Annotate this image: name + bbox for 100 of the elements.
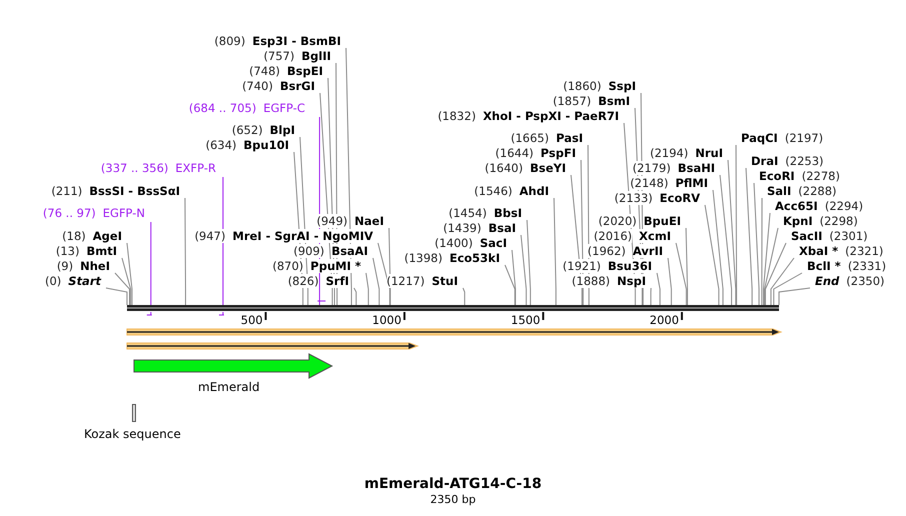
leader-line [366, 272, 369, 306]
enzyme-name: Bpu10I [244, 138, 289, 152]
enzyme-name: BpuEI [644, 214, 681, 228]
enzyme-name: BseYI [530, 161, 566, 175]
primer-name: EGFP-N [102, 206, 145, 220]
site-position: (2194) [650, 146, 688, 160]
site-position: (1644) [495, 146, 534, 160]
site-position: (1832) [438, 109, 476, 123]
enzyme-name: NheI [80, 259, 110, 273]
enzyme-name: BsaI [488, 221, 516, 235]
enzyme-name: Acc65I [775, 199, 818, 213]
site-position: (1921) [562, 259, 601, 273]
leader-line [728, 160, 736, 306]
site-position: (0) [44, 274, 62, 288]
enzyme-name: BsrGI [280, 79, 315, 93]
leader-line [378, 242, 390, 306]
site-position: (2321) [845, 244, 884, 258]
site-position: (1860) [563, 79, 602, 93]
leader-line [746, 168, 753, 306]
leader-line [520, 234, 527, 306]
site-position: (211) [51, 184, 82, 198]
leader-line [504, 264, 516, 306]
leader-line [668, 258, 672, 306]
site-position: (947) [194, 229, 226, 243]
site-position: (1888) [572, 274, 610, 288]
scale-label: 2000 [650, 313, 679, 327]
enzyme-name: BmtI [86, 244, 117, 258]
enzyme-name: XbaI * [799, 244, 838, 258]
leader-line [720, 174, 732, 306]
scale-label: 1000 [372, 313, 402, 327]
leader-line [372, 258, 380, 306]
site-position: (2179) [632, 161, 671, 175]
site-position: (652) [232, 123, 263, 137]
enzyme-name: EcoRV [660, 191, 700, 205]
enzyme-name: DraI [751, 154, 778, 168]
enzyme-name: NaeI [354, 214, 384, 228]
site-position: (2278) [802, 169, 840, 183]
site-position: (1400) [434, 236, 473, 250]
primer-range: (337 .. 356) [100, 161, 168, 175]
enzyme-name: XcmI [639, 229, 671, 243]
sequence-bar [126, 305, 780, 311]
enzyme-name: SspI [608, 79, 636, 93]
enzyme-name: MreI - SgrAI - NgoMIV [232, 229, 373, 243]
enzyme-name: KpnI [783, 214, 813, 228]
site-position: (13) [56, 244, 80, 258]
leader-line [526, 220, 531, 306]
leader-line [462, 288, 466, 306]
primer-range: (76 .. 97) [42, 206, 96, 220]
site-position: (809) [214, 34, 246, 48]
leader-line [764, 242, 786, 306]
leader-line [736, 144, 738, 306]
enzyme-name: BsmI [598, 94, 630, 108]
site-position: (2298) [820, 214, 858, 228]
site-position: (1439) [443, 221, 482, 235]
site-position: (1546) [474, 184, 512, 198]
site-position: (826) [288, 274, 319, 288]
site-position: (2331) [848, 259, 886, 273]
leader-line [114, 272, 130, 306]
leader-line [686, 228, 688, 306]
leader-line [676, 242, 687, 306]
enzyme-name: AhdI [519, 184, 549, 198]
enzyme-name: BsaHI [678, 161, 715, 175]
enzyme-name: StuI [432, 274, 458, 288]
leader-line [656, 272, 660, 306]
primer-name: EGFP-C [263, 101, 305, 115]
enzyme-name: BsaAI [331, 244, 368, 258]
enzyme-name: Esp3I - BsmBI [252, 34, 341, 48]
site-position: (2288) [798, 184, 837, 198]
leader-line [126, 242, 132, 306]
site-position: (2350) [846, 274, 885, 288]
site-position: (18) [62, 229, 86, 243]
leader-line [764, 228, 778, 306]
enzyme-name: AgeI [92, 229, 122, 243]
enzyme-name: SrfI [326, 274, 349, 288]
leader-line [146, 222, 152, 316]
site-position: (1665) [510, 131, 549, 145]
enzyme-name: PspFI [540, 146, 576, 160]
enzyme-name: PaqCI [741, 131, 778, 145]
leader-line [218, 176, 224, 316]
primer-name: EXFP-R [175, 161, 216, 175]
feature-label: mEmerald [198, 380, 260, 394]
leader-line [122, 258, 132, 306]
site-position: (2133) [614, 191, 653, 205]
site-position: (870) [272, 259, 304, 273]
sequence-feature [126, 328, 782, 336]
site-position: (2294) [824, 199, 864, 213]
leader-line [650, 288, 652, 306]
sequence-end-label: Start [68, 274, 101, 288]
enzyme-name: PflMI [675, 176, 708, 190]
site-position: (634) [206, 138, 237, 152]
leader-line [712, 190, 724, 306]
leader-line [773, 272, 802, 306]
site-position: (1640) [484, 161, 523, 175]
enzyme-name: PasI [556, 131, 583, 145]
site-position: (1217) [386, 274, 425, 288]
enzyme-name: BlpI [270, 123, 295, 137]
leader-line [761, 198, 762, 306]
enzyme-name: BbsI [494, 206, 522, 220]
enzyme-name: SalI [767, 184, 792, 198]
leader-line [778, 288, 810, 306]
